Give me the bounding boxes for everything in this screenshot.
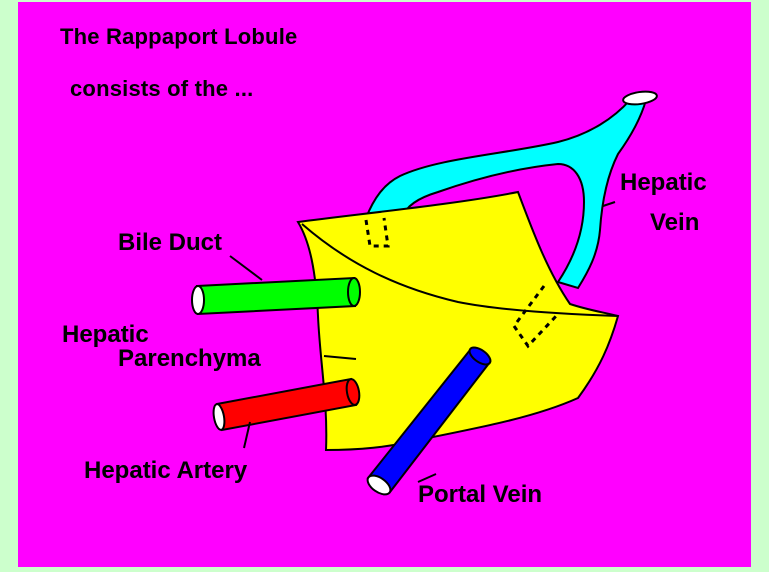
bile-duct-leader [230, 256, 262, 280]
label-hepatic-artery: Hepatic Artery [84, 458, 247, 484]
label-hepatic-parenchyma-line-2: Parenchyma [118, 346, 261, 372]
label-hepatic-vein-line-2: Vein [650, 210, 699, 236]
label-portal-vein: Portal Vein [418, 482, 542, 508]
title-line-2: consists of the ... [70, 76, 254, 102]
parenchyma-shape [298, 192, 618, 450]
label-hepatic-vein-line-1: Hepatic [620, 170, 707, 196]
label-bile-duct: Bile Duct [118, 230, 222, 256]
hepatic-vein-leader [603, 202, 615, 206]
title-line-1: The Rappaport Lobule [60, 24, 297, 50]
slide-panel: The Rappaport Lobule consists of the ...… [18, 2, 751, 567]
